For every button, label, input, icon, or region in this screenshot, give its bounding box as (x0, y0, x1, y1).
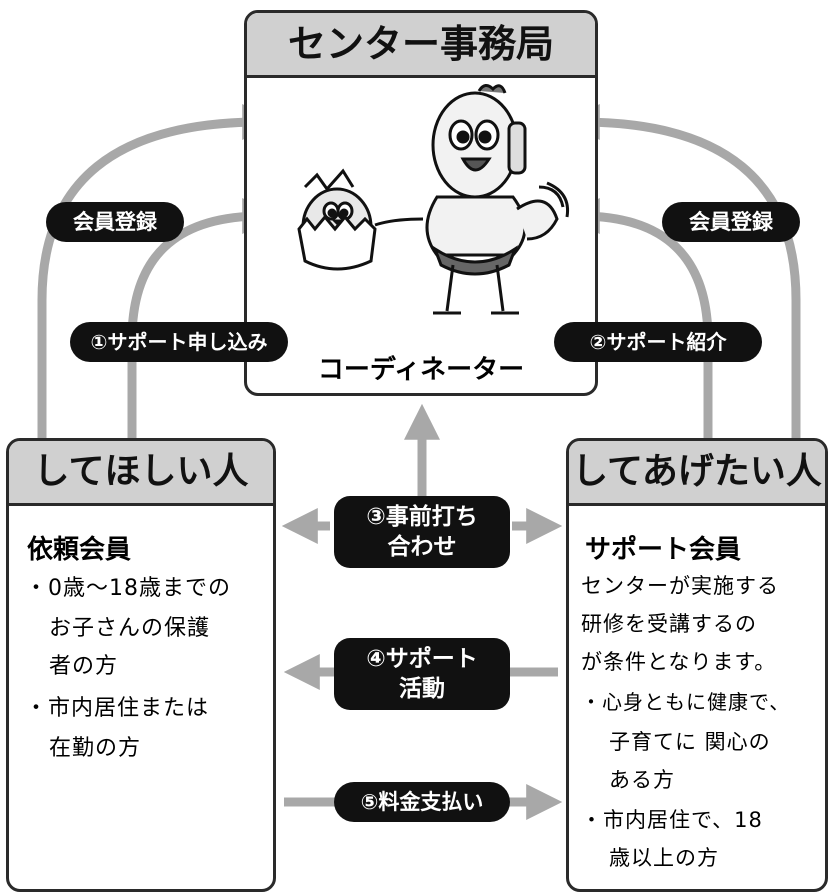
activity-label-line-2: 活動 (399, 676, 445, 702)
coordinator-label: コーディネーター (317, 355, 525, 385)
supporter-line-4: ・心身ともに健康で、 (581, 690, 791, 714)
activity-label: ④サポート 活動 (334, 638, 510, 710)
supporter-line-2: 研修を受講するの (581, 612, 757, 636)
register-right-label: 会員登録 (662, 202, 800, 242)
supporter-title: してあげたい人 (569, 441, 825, 506)
supporter-line-3: が条件となります。 (581, 650, 777, 674)
requester-line-3: 者の方 (49, 654, 119, 679)
apply-label: ①サポート申し込み (70, 322, 288, 362)
meeting-label: ③事前打ち 合わせ (334, 496, 510, 568)
register-left-arrow (37, 104, 279, 440)
requester-line-1: ・0歳〜18歳までの (25, 576, 231, 601)
supporter-member-title: サポート会員 (585, 535, 742, 565)
coordinator-illustration (297, 84, 570, 315)
supporter-line-7: ・市内居住で、18 (581, 808, 763, 832)
requester-line-5: 在勤の方 (49, 736, 142, 761)
register-right-arrow (563, 104, 801, 440)
register-left-label: 会員登録 (46, 202, 184, 242)
requester-title: してほしい人 (9, 441, 273, 506)
supporter-line-1: センターが実施する (581, 574, 779, 598)
chick-icon (297, 168, 377, 271)
hen-icon (374, 84, 570, 315)
requester-box: してほしい人 依頼会員 ・0歳〜18歳までの お子さんの保護 者の方 ・市内居住… (6, 438, 276, 892)
supporter-box: してあげたい人 サポート会員 センターが実施する 研修を受講するの が条件となり… (566, 438, 828, 892)
requester-member-title: 依頼会員 (27, 535, 132, 565)
introduce-label: ②サポート紹介 (554, 322, 762, 362)
activity-label-line-1: ④サポート (366, 646, 478, 672)
meeting-label-line-2: 合わせ (387, 534, 457, 560)
supporter-line-5: 子育てに 関心の (609, 730, 771, 754)
payment-label: ⑤料金支払い (334, 782, 510, 822)
center-office-title: センター事務局 (247, 13, 595, 78)
supporter-line-6: ある方 (609, 768, 675, 792)
meeting-label-line-1: ③事前打ち (366, 504, 478, 530)
requester-line-2: お子さんの保護 (49, 616, 211, 641)
supporter-line-8: 歳以上の方 (609, 846, 719, 870)
requester-line-4: ・市内居住または (25, 696, 210, 721)
center-office-box: センター事務局 (244, 10, 598, 396)
